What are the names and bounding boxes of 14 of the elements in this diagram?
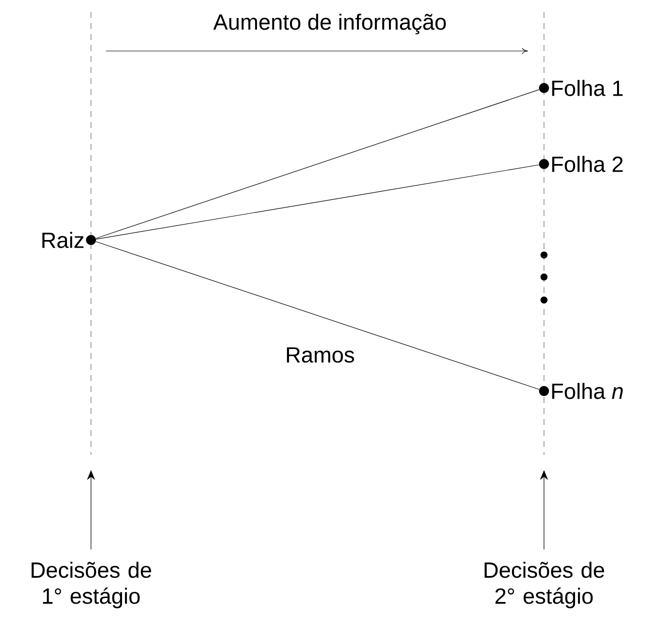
stage-label: Decisões de 2° estágio	[484, 562, 604, 608]
node-label: Folha 1	[552, 80, 623, 96]
stage-label: Decisões de 1° estágio	[32, 562, 152, 608]
ellipsis-dot	[540, 274, 548, 280]
axis-label: Aumento de informação	[213, 14, 446, 34]
node-label: Folha n	[552, 382, 623, 400]
node-label: Raiz	[42, 232, 84, 248]
ellipsis-dot	[540, 252, 548, 258]
node-label: Folha 2	[552, 156, 623, 172]
branch-label: Ramos	[286, 347, 354, 363]
branch-line	[96, 241, 540, 390]
branch-line	[96, 164, 540, 240]
branch-line	[96, 89, 540, 239]
ellipsis-dot	[540, 296, 548, 304]
